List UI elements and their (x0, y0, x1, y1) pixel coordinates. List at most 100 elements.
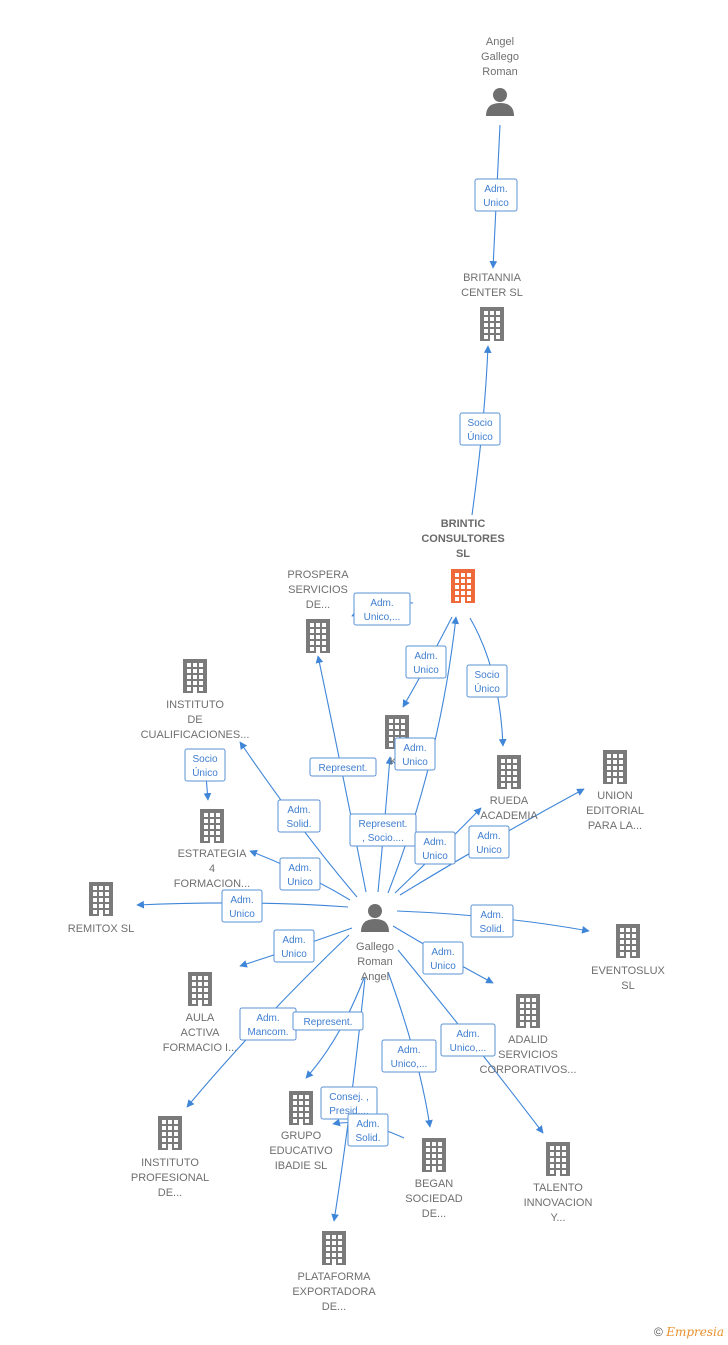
edge-label-text: Adm. (414, 651, 437, 662)
edge-label-text: Mancom. (247, 1027, 288, 1038)
company-node-instituto-cual[interactable]: INSTITUTODECUALIFICACIONES... (141, 659, 250, 741)
node-label-line: Y... (550, 1212, 565, 1224)
node-label-line: AULA (186, 1012, 215, 1024)
building-icon[interactable] (616, 924, 640, 958)
person-icon[interactable] (486, 88, 514, 116)
edge-label-e21[interactable]: Adm.Unico,... (440, 1023, 496, 1057)
node-label-line: EXPORTADORA (292, 1286, 376, 1298)
company-node-began[interactable]: BEGAN SOCIEDAD DE... (405, 1138, 463, 1220)
edge-label-e15[interactable]: Adm.Solid. (470, 904, 514, 938)
node-label-line: PARA LA... (588, 820, 642, 832)
edge-label-text: Adm. (356, 1119, 379, 1130)
edge-label-text: Único (474, 682, 500, 695)
edge-label-text: Unico (430, 961, 456, 972)
node-label-line: SL (621, 980, 634, 992)
building-icon[interactable] (516, 994, 540, 1028)
node-label-line: FORMACIO I... (163, 1042, 238, 1054)
edge-label-text: Único (192, 766, 218, 779)
edge-label-e13[interactable]: Adm.Unico (279, 857, 321, 891)
company-node-estrategia[interactable]: ESTRATEGIA4FORMACION... (174, 809, 250, 890)
edge-label-text: Adm. (403, 743, 426, 754)
edge-label-text: Solid. (355, 1133, 380, 1144)
building-icon[interactable] (451, 569, 475, 603)
edge-label-text: Adm. (480, 910, 503, 921)
edge-label-text: Unico,... (364, 612, 401, 623)
node-label-line: IBADIE SL (275, 1160, 328, 1172)
company-node-plataforma[interactable]: PLATAFORMAEXPORTADORADE... (292, 1231, 376, 1313)
edge-label-text: Adm. (288, 863, 311, 874)
building-icon[interactable] (422, 1138, 446, 1172)
edge-label-e9[interactable]: Adm.Solid. (277, 799, 321, 833)
edge-label-e18[interactable]: Adm.Mancom. (239, 1007, 297, 1041)
edge-label-text: Unico,... (450, 1043, 487, 1054)
edge-label-text: Represent. (359, 819, 408, 830)
building-icon[interactable] (200, 809, 224, 843)
empresia-brand[interactable]: © Empresia (654, 1325, 724, 1339)
building-icon[interactable] (480, 307, 504, 341)
company-node-talento[interactable]: TALENTOINNOVACIONY... (524, 1142, 593, 1224)
edge-label-e11[interactable]: Adm.Unico (414, 831, 456, 865)
node-label-line: EVENTOSLUX (591, 965, 665, 977)
edge-label-e22[interactable]: Consej. ,Presid.... (320, 1086, 378, 1120)
building-icon[interactable] (289, 1091, 313, 1125)
company-node-eventoslux[interactable]: EVENTOSLUX SL (591, 924, 666, 992)
node-label-line: GRUPO (281, 1130, 322, 1142)
edge-label-text: Unico,... (391, 1059, 428, 1070)
brand-name: Empresia (666, 1325, 724, 1339)
node-label-line: BEGAN (415, 1178, 454, 1190)
company-node-adalid[interactable]: ADALIDSERVICIOSCORPORATIVOS... (480, 994, 577, 1076)
edge-label-e8[interactable]: Represent. (309, 757, 377, 777)
edge-label-e7[interactable]: Adm.Unico (394, 737, 436, 771)
node-label-line: RUEDA (490, 795, 529, 807)
edge-label-e19[interactable]: Represent. (292, 1011, 364, 1031)
company-node-instituto-prof[interactable]: INSTITUTOPROFESIONALDE... (131, 1116, 209, 1199)
edge-label-e17[interactable]: Adm.Unico (422, 941, 464, 975)
edge-label-e4[interactable]: Adm.Unico (405, 645, 447, 679)
company-node-remitox[interactable]: REMITOX SL (68, 882, 134, 935)
node-label-line: SERVICIOS (498, 1049, 558, 1061)
node-label-line: TALENTO (533, 1182, 583, 1194)
node-label-line: PLATAFORMA (298, 1271, 372, 1283)
building-icon[interactable] (188, 972, 212, 1006)
edge-label-e1[interactable]: Adm.Unico (474, 178, 518, 212)
edge-label-text: Único (467, 430, 493, 443)
edge-label-e10[interactable]: Represent., Socio.... (349, 813, 417, 847)
node-label-line: DE... (422, 1208, 446, 1220)
building-icon[interactable] (546, 1142, 570, 1176)
building-icon[interactable] (306, 619, 330, 653)
building-icon[interactable] (603, 750, 627, 784)
node-label-line: DE... (158, 1187, 182, 1199)
edge-label-text: Adm. (287, 805, 310, 816)
edge-label-e14[interactable]: Adm.Unico (221, 889, 263, 923)
edge-label-e20[interactable]: Adm. Unico,... (381, 1039, 437, 1073)
copyright-symbol: © (654, 1325, 663, 1339)
building-icon[interactable] (183, 659, 207, 693)
edge-label-e16[interactable]: Adm.Unico (273, 929, 315, 963)
company-node-prospera[interactable]: PROSPERASERVICIOSDE... (287, 569, 349, 653)
node-label-line: PROFESIONAL (131, 1172, 209, 1184)
edge-label-e23[interactable]: Adm. Solid. (347, 1113, 389, 1147)
building-icon[interactable] (322, 1231, 346, 1265)
edge-label-e12[interactable]: Adm.Unico (468, 825, 510, 859)
building-icon[interactable] (89, 882, 113, 916)
node-label-line: CONSULTORES (421, 533, 504, 545)
node-label-line: Angel (486, 36, 514, 48)
person-icon[interactable] (361, 904, 389, 932)
node-label-line: SOCIEDAD (405, 1193, 463, 1205)
building-icon[interactable] (158, 1116, 182, 1150)
building-icon[interactable] (497, 755, 521, 789)
edge-label-text: Adm. (397, 1045, 420, 1056)
edge-label-text: Consej. , (329, 1092, 368, 1103)
edge-label-e3[interactable]: Adm.Unico,... (353, 592, 411, 626)
